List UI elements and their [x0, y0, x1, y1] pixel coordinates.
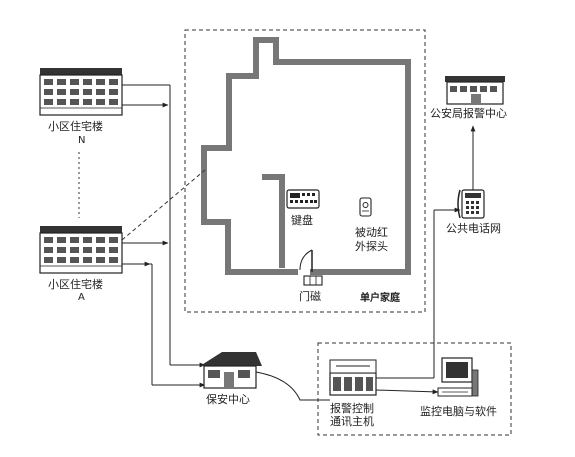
building-n-label: 小区住宅楼 [48, 119, 103, 133]
phone-network-label: 公共电话网 [446, 222, 501, 235]
floor-plan-walls [201, 37, 411, 275]
monitoring-boundary [317, 342, 512, 436]
keypad-icon [286, 189, 320, 209]
connector-security-to-host [255, 371, 330, 401]
phone-icon [457, 189, 485, 219]
door-swing [299, 249, 313, 271]
building-n-letter: N [78, 135, 85, 146]
host-label-line1: 报警控制 [330, 401, 374, 415]
keypad-label: 键盘 [291, 213, 313, 227]
monitor-computer-icon [437, 357, 479, 397]
pir-sensor-icon [359, 197, 372, 217]
building-a-icon [39, 226, 123, 274]
host-label-line2: 通讯主机 [330, 414, 374, 428]
alarm-host-icon [329, 359, 377, 396]
building-a-label: 小区住宅楼 [48, 277, 103, 291]
pir-label-line1: 被动红 [355, 226, 388, 239]
door-magnet-icon [303, 275, 323, 286]
interior-wall [262, 174, 285, 268]
building-n-icon [39, 68, 123, 116]
pir-label-line2: 外探头 [355, 240, 388, 253]
connector-host-to-monitor [375, 389, 439, 395]
door-magnet-label: 门磁 [299, 289, 321, 303]
building-a-letter: A [78, 292, 85, 303]
household-link-dashed [121, 169, 206, 241]
household-boundary [184, 29, 426, 313]
security-center-icon [200, 352, 262, 389]
police-center-label: 公安局报警中心 [430, 106, 507, 120]
police-center-icon [445, 76, 505, 105]
household-label: 单户家庭 [360, 291, 401, 304]
monitor-label: 监控电脑与软件 [420, 404, 497, 418]
security-center-label: 保安中心 [206, 392, 250, 406]
